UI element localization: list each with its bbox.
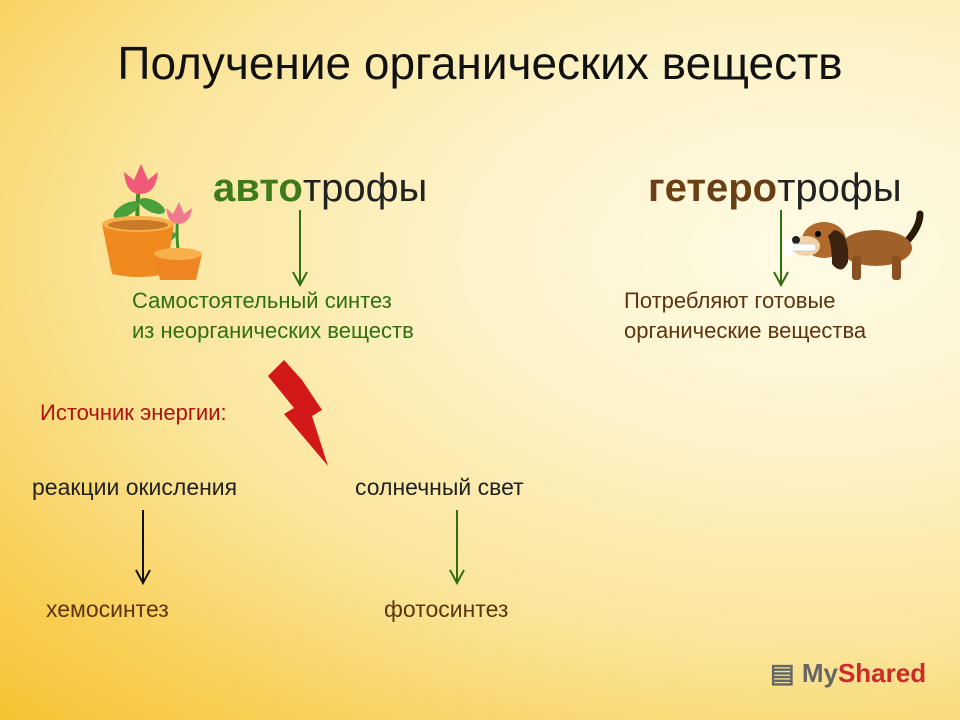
arrow-autotrophs-down — [292, 210, 308, 288]
presentation-icon: ▤ — [770, 658, 795, 688]
source-sunlight: солнечный свет — [355, 474, 524, 500]
flower-pots-icon — [102, 164, 202, 280]
arrow-heterotrophs-down — [773, 210, 789, 288]
source-oxidation-reactions: реакции окисления — [32, 474, 238, 500]
result-photosynthesis: фотосинтез — [384, 596, 509, 622]
autotrophs-description: Самостоятельный синтез из неорганических… — [132, 288, 414, 343]
result-chemosynthesis: хемосинтез — [46, 596, 169, 622]
myshared-logo: ▤ MyShared — [770, 658, 927, 688]
heterotrophs-heading: гетеротрофы — [648, 166, 902, 210]
dog-with-bone-icon — [784, 210, 924, 280]
arrow-oxidation-down — [135, 510, 151, 586]
autotrophs-heading: автотрофы — [213, 166, 428, 210]
lightning-bolt-icon — [268, 360, 328, 466]
heterotrophs-description: Потребляют готовые органические вещества — [624, 288, 867, 343]
arrow-sunlight-down — [449, 510, 465, 586]
energy-source-label: Источник энергии: — [40, 400, 227, 425]
page-title: Получение органических веществ — [117, 37, 843, 89]
